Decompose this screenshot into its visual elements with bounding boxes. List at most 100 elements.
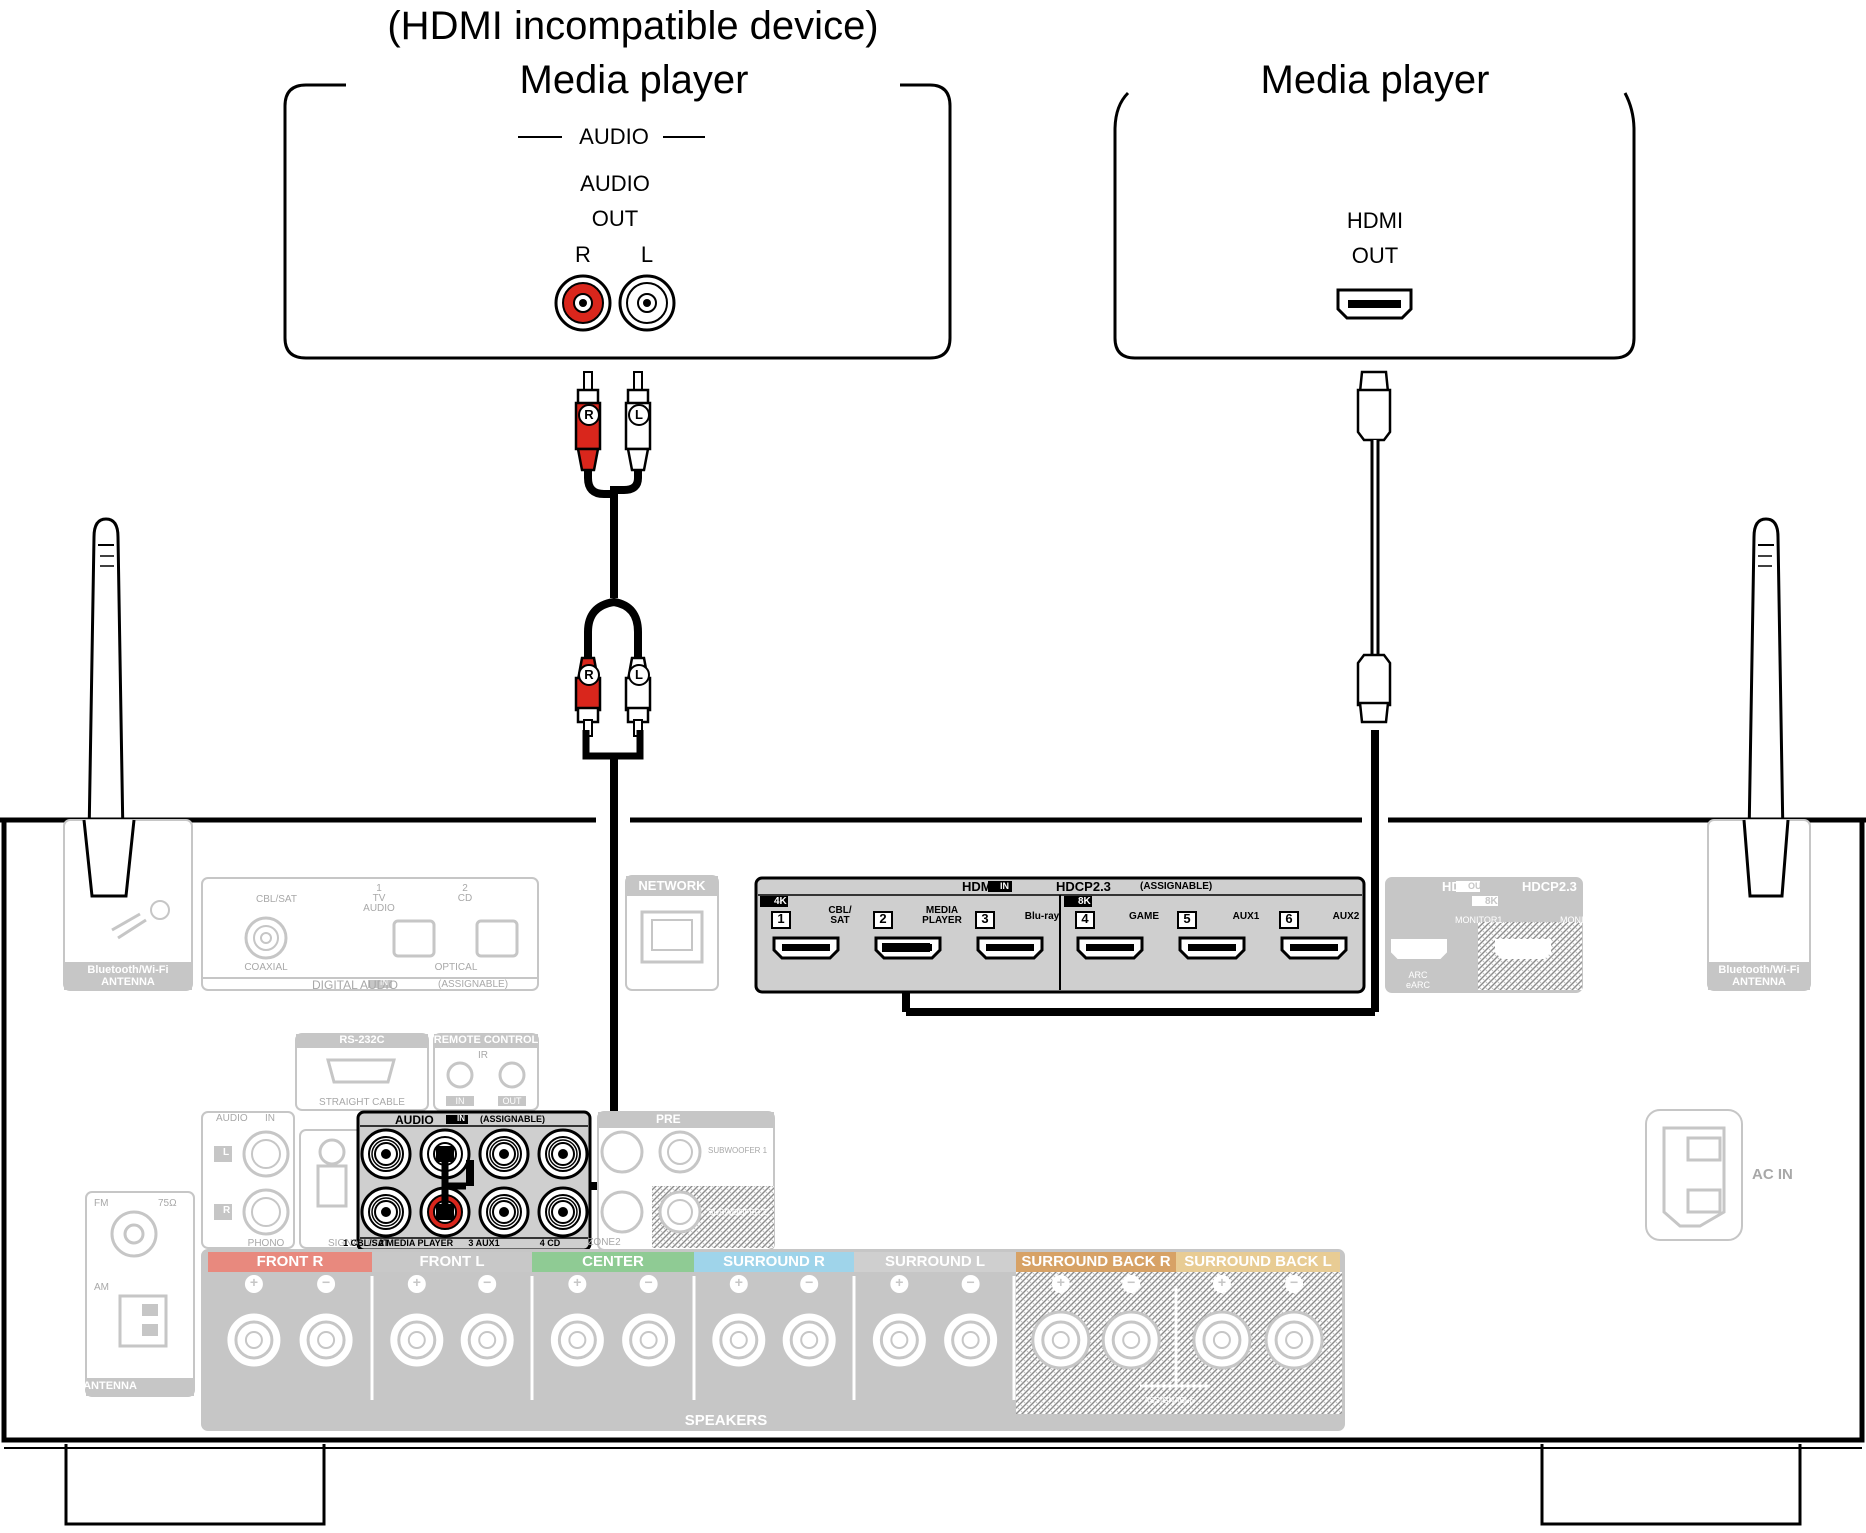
am-label: AM: [94, 1282, 109, 1293]
speaker-terminal-5-minus: [941, 1275, 1001, 1370]
hdmi-cable-plug-inserted: [882, 943, 930, 952]
speaker-terminal-sign-7-1: −: [1289, 1274, 1299, 1290]
digital-audio-panel: [201, 877, 539, 991]
hdmi-in-port-4: [1075, 911, 1144, 960]
speaker-terminal-sign-1-0: +: [249, 1274, 258, 1290]
speaker-terminal-3-plus: [547, 1275, 607, 1370]
hdmi-in-port-name-3: Blu-ray: [1024, 911, 1060, 922]
digital-optical-label: OPTICAL: [434, 962, 478, 973]
hdmi-in-port-num-5: 5: [1183, 911, 1191, 926]
left-port-label-audio: AUDIO: [580, 171, 650, 196]
remote-out-label: OUT: [502, 1096, 522, 1106]
hdmi-in-8k-badge: 8K: [1078, 896, 1091, 907]
speaker-terminal-7-plus: [1192, 1275, 1252, 1370]
speaker-header-5: [854, 1252, 1016, 1272]
plug-r-badge-top: [578, 404, 600, 426]
speaker-terminal-6-plus: [1031, 1275, 1091, 1370]
left-device-note: (HDMI incompatible device): [387, 4, 879, 48]
left-channel-r-label: R: [575, 242, 591, 267]
ac-in-label: AC IN: [1752, 1166, 1793, 1183]
hdmi-in-hdcp: HDCP2.3: [1056, 879, 1111, 894]
hdmi-in-panel: [754, 876, 1366, 994]
hdmi-in-port-num-6: 6: [1285, 911, 1293, 926]
audio-in-assignable: (ASSIGNABLE): [480, 1114, 545, 1124]
hdmi-cable: [902, 370, 1392, 1016]
phono-l-label: L: [223, 1147, 230, 1158]
right-device-title: Media player: [1260, 58, 1490, 102]
hdmi-out-hdcp: HDCP2.3: [1522, 879, 1577, 894]
speaker-terminal-sign-1-1: −: [321, 1274, 331, 1290]
plug-l-letter-bottom: L: [635, 667, 643, 682]
hdmi-in-port-name-4: GAME: [1129, 911, 1159, 922]
speaker-header-label-7: SURROUND BACK L: [1184, 1253, 1332, 1270]
pre-out-panel: [597, 1111, 775, 1251]
hdmi-out-port-icon: [1336, 288, 1413, 320]
left-channel-l-label: L: [640, 242, 654, 267]
audio-in-jack-4-l: [537, 1128, 589, 1180]
digital-assignable: (ASSIGNABLE): [438, 979, 509, 990]
fm-label: FM: [94, 1198, 109, 1209]
hdmi-out-monitor1: MONITOR1: [1455, 915, 1503, 925]
audio-plug-r-inserted: [436, 1204, 454, 1220]
network-label: NETWORK: [638, 878, 706, 893]
speaker-header-label-5: SURROUND L: [885, 1253, 985, 1270]
rca-plug-top-r: [574, 371, 602, 472]
speaker-header-label-2: FRONT L: [419, 1253, 485, 1270]
hdmi-out-monitor2: MONITOR2: [1560, 915, 1608, 925]
subwoofer-1-label: SUBWOOFER 1: [708, 1146, 768, 1155]
speaker-header-3: [532, 1252, 694, 1272]
remote-control-panel: [433, 1033, 539, 1111]
speaker-terminal-sign-5-1: −: [966, 1274, 975, 1290]
hdmi-in-ports: [771, 911, 1348, 960]
left-device-title: Media player: [519, 58, 749, 102]
hdmi-in-port-name-1: CBL/ SAT: [828, 905, 852, 926]
remote-ir-label: IR: [478, 1050, 488, 1061]
antenna-block-footer: ANTENNA: [83, 1380, 137, 1392]
audio-in-jack-1-r: [360, 1186, 412, 1238]
antenna-base-right: [1707, 819, 1811, 991]
rca-jack-l: [618, 274, 676, 332]
hdmi-out-8k-badge: 8K: [1485, 896, 1498, 907]
digital-cd-label: 2 CD: [457, 883, 473, 904]
subwoofer-2-label: SUBWOOFER 2: [708, 1208, 768, 1217]
remote-title: REMOTE CONTROL: [433, 1034, 539, 1046]
speaker-header-label-4: SURROUND R: [723, 1253, 825, 1270]
left-media-player-box: [283, 83, 952, 360]
speaker-terminals: [224, 1275, 1324, 1370]
right-port-label-out: OUT: [1351, 243, 1399, 268]
speaker-terminal-sign-7-0: +: [1217, 1274, 1226, 1290]
speaker-terminal-2-minus: [457, 1275, 517, 1370]
speaker-terminal-sign-3-1: −: [644, 1274, 653, 1290]
speaker-header-label-6: SURROUND BACK R: [1021, 1253, 1171, 1270]
hdmi-in-port-6: [1279, 911, 1348, 960]
speaker-terminal-sign-6-0: +: [1056, 1274, 1065, 1290]
phono-in-badge: IN: [265, 1113, 275, 1124]
antenna-base-left: [63, 819, 193, 991]
phono-panel: [201, 1111, 365, 1249]
speaker-header-1: [208, 1252, 372, 1272]
speaker-terminal-4-plus: [709, 1275, 769, 1370]
speaker-terminal-6-minus: [1101, 1275, 1161, 1370]
fm-am-antenna-block: [85, 1191, 195, 1397]
speaker-terminal-sign-2-0: +: [412, 1274, 421, 1290]
right-media-player-box: [1113, 91, 1636, 360]
speaker-header-2: [372, 1252, 532, 1272]
speaker-header-6: [1016, 1252, 1176, 1272]
rs232c-cable-label: STRAIGHT CABLE: [319, 1097, 405, 1108]
speakers-footer: SPEAKERS: [684, 1412, 768, 1429]
phono-audio-title: AUDIO: [216, 1113, 248, 1124]
speaker-terminal-sign-3-0: +: [573, 1274, 582, 1290]
plug-l-badge-bottom: [628, 664, 650, 686]
speaker-header-7: [1176, 1252, 1340, 1272]
speaker-header-label-3: CENTER: [582, 1253, 644, 1270]
speaker-terminal-sign-4-0: +: [734, 1274, 743, 1290]
phono-r-label: R: [223, 1205, 231, 1216]
rs232c-title: RS-232C: [339, 1034, 385, 1046]
hdmi-in-port-num-1: 1: [777, 911, 785, 926]
speakers-assignable: ASSIGNABLE: [1144, 1396, 1195, 1405]
speaker-terminal-sign-2-1: −: [483, 1274, 492, 1290]
receiver-body: [0, 817, 1866, 1526]
hdmi-in-port-num-4: 4: [1081, 911, 1089, 926]
digital-audio-footer: DIGITAL AUDIO: [312, 978, 399, 992]
